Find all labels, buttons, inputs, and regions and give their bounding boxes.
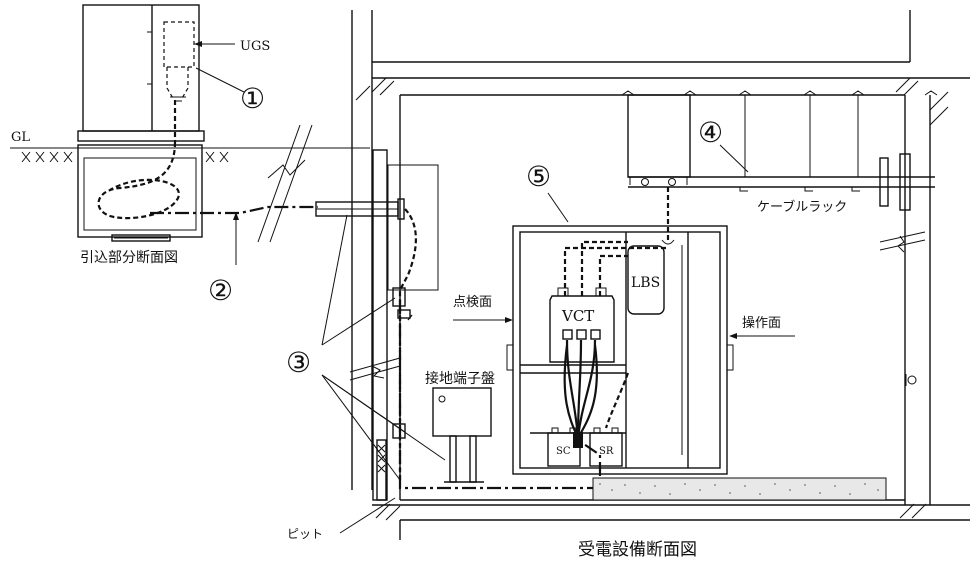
cable-rack-label: ケーブルラック bbox=[757, 199, 847, 215]
sr-label: SR bbox=[599, 446, 614, 457]
handhole-box bbox=[77, 144, 203, 242]
pit-label: ピット bbox=[287, 527, 323, 541]
marker2-label: ② bbox=[208, 274, 233, 307]
entry-section-caption: 引込部分断面図 bbox=[80, 250, 178, 266]
cubicle-cables bbox=[563, 240, 668, 448]
wall-sleeve bbox=[315, 198, 405, 220]
pit-conduit bbox=[398, 300, 602, 490]
marker4-leader bbox=[719, 144, 749, 173]
cubicle bbox=[506, 225, 734, 475]
marker3-label: ③ bbox=[286, 346, 311, 379]
lbs-label: LBS bbox=[631, 275, 660, 291]
sc-label: SC bbox=[556, 446, 571, 457]
gl-label: GL bbox=[11, 130, 30, 145]
pit-leader bbox=[339, 497, 396, 534]
inspection-side-label: 点検面 bbox=[453, 295, 492, 310]
ugs-label: UGS bbox=[240, 39, 270, 54]
vct-label: VCT bbox=[561, 307, 594, 325]
ground-terminal-panel-label: 接地端子盤 bbox=[425, 370, 495, 387]
floor-grating bbox=[592, 477, 887, 501]
cable-rack bbox=[621, 90, 938, 211]
cable-coil bbox=[97, 141, 180, 220]
marker3-leaders bbox=[321, 214, 446, 481]
soil-hatch-left bbox=[21, 151, 229, 163]
marker5-leader bbox=[547, 192, 569, 223]
marker5-label: ⑤ bbox=[526, 160, 551, 193]
break-line-left bbox=[257, 124, 313, 243]
pit bbox=[372, 149, 388, 501]
marker1-label: ① bbox=[240, 82, 265, 115]
substation-section-caption: 受電設備断面図 bbox=[578, 540, 697, 560]
marker1-leader bbox=[195, 67, 245, 93]
conduit-line bbox=[150, 205, 318, 215]
ugs-cabinet bbox=[77, 4, 205, 142]
grating-dots bbox=[599, 483, 879, 495]
cable-riser bbox=[387, 164, 439, 480]
marker4-label: ④ bbox=[698, 116, 723, 149]
ground-terminal-panel bbox=[432, 387, 492, 483]
ugs-leader-arrow bbox=[194, 41, 202, 47]
operation-side-label: 操作面 bbox=[742, 315, 781, 331]
